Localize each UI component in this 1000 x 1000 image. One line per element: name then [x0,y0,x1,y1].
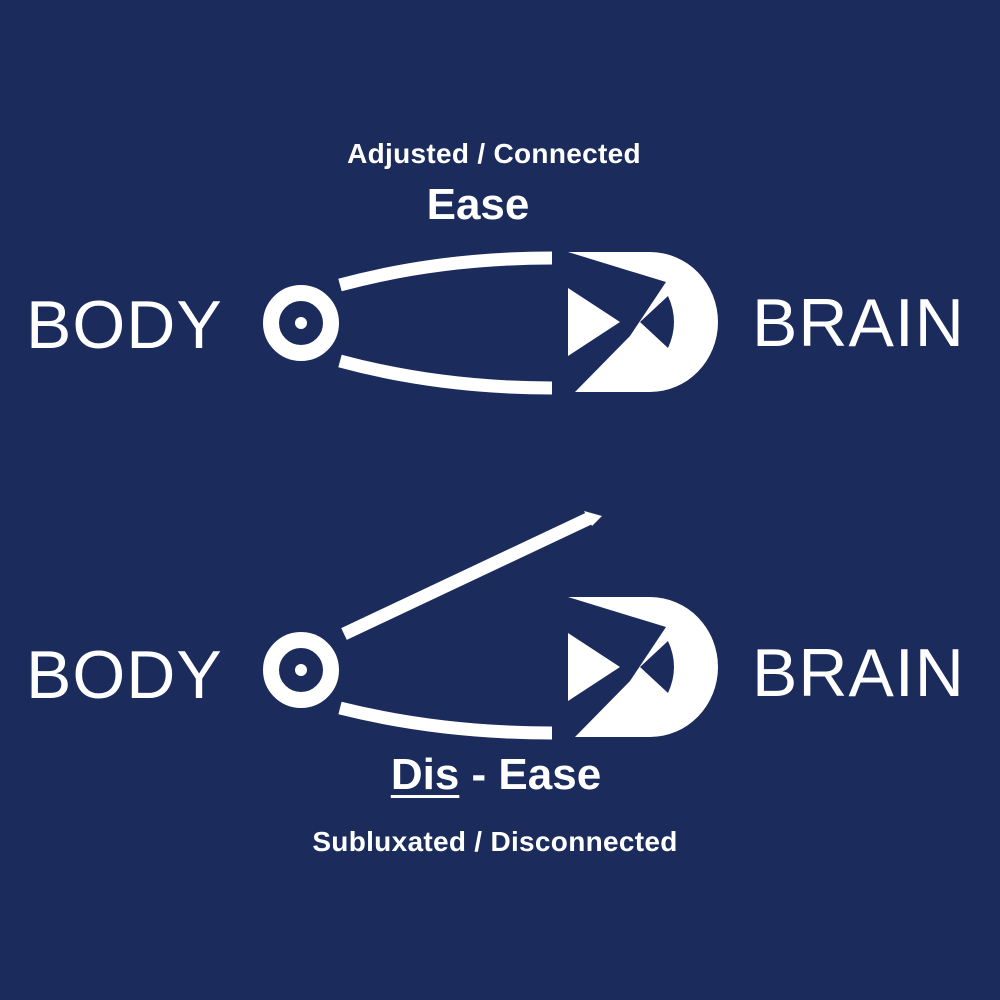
top-pin-coil-center [295,317,307,329]
bottom-pin-open-wire-tip [584,511,602,526]
bottom-body-label: BODY [26,637,223,713]
top-headline: Ease [426,180,530,229]
bottom-pin-coil [263,632,339,708]
top-caption: Adjusted / Connected [347,138,641,169]
bottom-pin-lower-wire [338,701,553,740]
bottom-headline-ease: - Ease [459,750,602,799]
bottom-headline-dis: Dis [390,750,460,799]
bottom-pin-coil-center [295,664,307,676]
bottom-caption: Subluxated / Disconnected [312,826,678,857]
top-brain-label: BRAIN [752,285,965,361]
top-pin-lower-wire [338,354,553,395]
top-pin-coil [263,285,339,361]
bottom-pin-open-wire [341,512,593,640]
top-pin-head-hole [640,296,674,348]
top-body-label: BODY [26,287,223,363]
top-pin-upper-wire [338,251,553,292]
top-pin-head-notch [568,252,666,392]
bottom-pin-head-notch [568,597,666,737]
bottom-headline: Dis - Ease [0,750,992,800]
bottom-brain-label: BRAIN [752,635,965,711]
bottom-pin-head-hole [640,641,674,693]
